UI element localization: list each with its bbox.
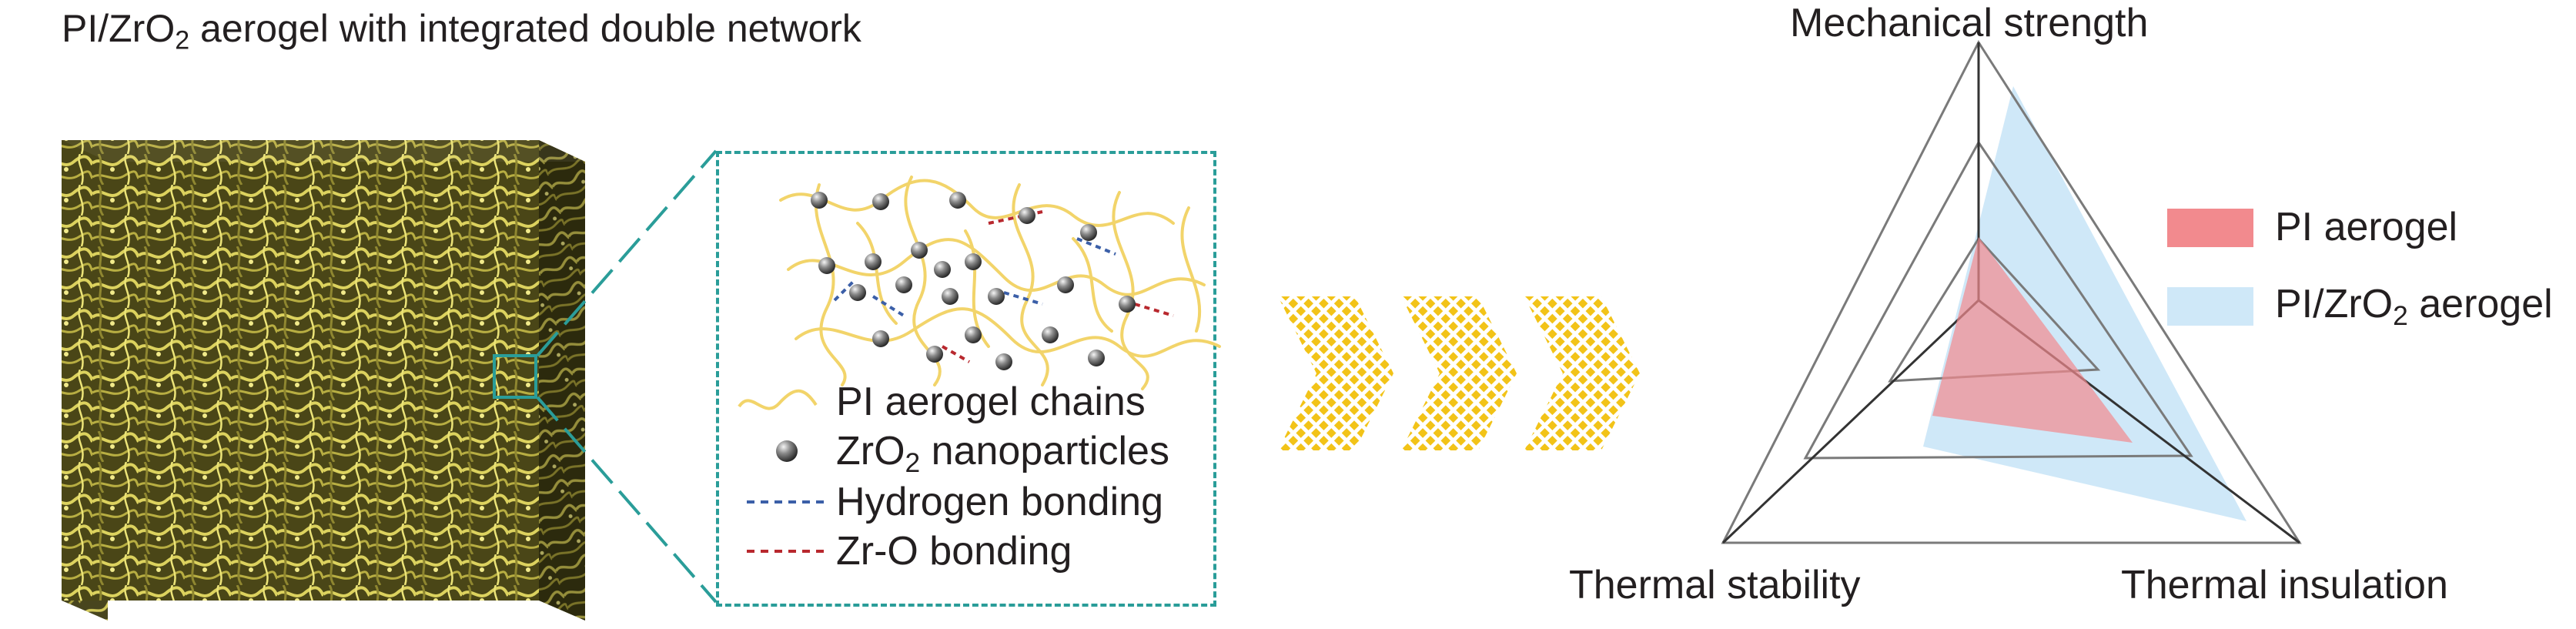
legend-pi-label: PI aerogel — [2275, 205, 2458, 249]
legend-hydrogen-label: Hydrogen bonding — [836, 480, 1163, 524]
radar-chart — [1721, 39, 2302, 544]
legend-nanoparticles-label: ZrO2 nanoparticles — [836, 428, 1169, 477]
cube-side-face — [539, 140, 585, 621]
pi-swatch — [2167, 209, 2253, 247]
figure-title: PI/ZrO2 aerogel with integrated double n… — [62, 6, 861, 54]
title-text-pre: PI/ZrO — [62, 7, 176, 50]
nanoparticle-legend-icon — [776, 440, 798, 462]
cube-main-face — [62, 140, 539, 601]
axis-thermal-stability: Thermal stability — [1569, 563, 1861, 607]
legend-pizro-label: PI/ZrO2 aerogel — [2275, 281, 2553, 330]
chain-legend-icon — [738, 389, 818, 410]
legend-zro-label: Zr-O bonding — [836, 529, 1072, 574]
network-inset: PI aerogel chains ZrO2 nanoparticles Hyd… — [716, 151, 1221, 607]
pi-region — [1932, 237, 2133, 443]
aerogel-cube-image — [62, 140, 585, 621]
zro-bond-legend-icon — [747, 550, 824, 553]
legend-chains-label: PI aerogel chains — [836, 380, 1146, 424]
zoom-region-marker — [493, 354, 537, 399]
nano-post: nanoparticles — [920, 429, 1169, 473]
axis-mechanical-strength: Mechanical strength — [1790, 1, 2149, 45]
nanoparticle-cluster — [811, 192, 1136, 370]
radar-legend: PI aerogel PI/ZrO2 aerogel — [2167, 204, 2568, 335]
axis-thermal-insulation: Thermal insulation — [2121, 563, 2448, 607]
title-text-post: aerogel with integrated double network — [189, 7, 861, 50]
chevron-arrows-icon — [1278, 296, 1640, 450]
title-text-sub: 2 — [175, 25, 190, 55]
pizro-swatch — [2167, 287, 2253, 326]
nano-pre: ZrO — [836, 429, 905, 473]
pizro-sub: 2 — [2393, 300, 2408, 331]
pizro-pre: PI/ZrO — [2275, 282, 2394, 326]
nano-sub: 2 — [905, 447, 921, 478]
pizro-post: aerogel — [2407, 282, 2553, 326]
inset-legend: PI aerogel chains ZrO2 nanoparticles Hyd… — [736, 379, 1206, 602]
hydrogen-bond-legend-icon — [747, 500, 824, 504]
network-schematic — [779, 176, 1221, 390]
